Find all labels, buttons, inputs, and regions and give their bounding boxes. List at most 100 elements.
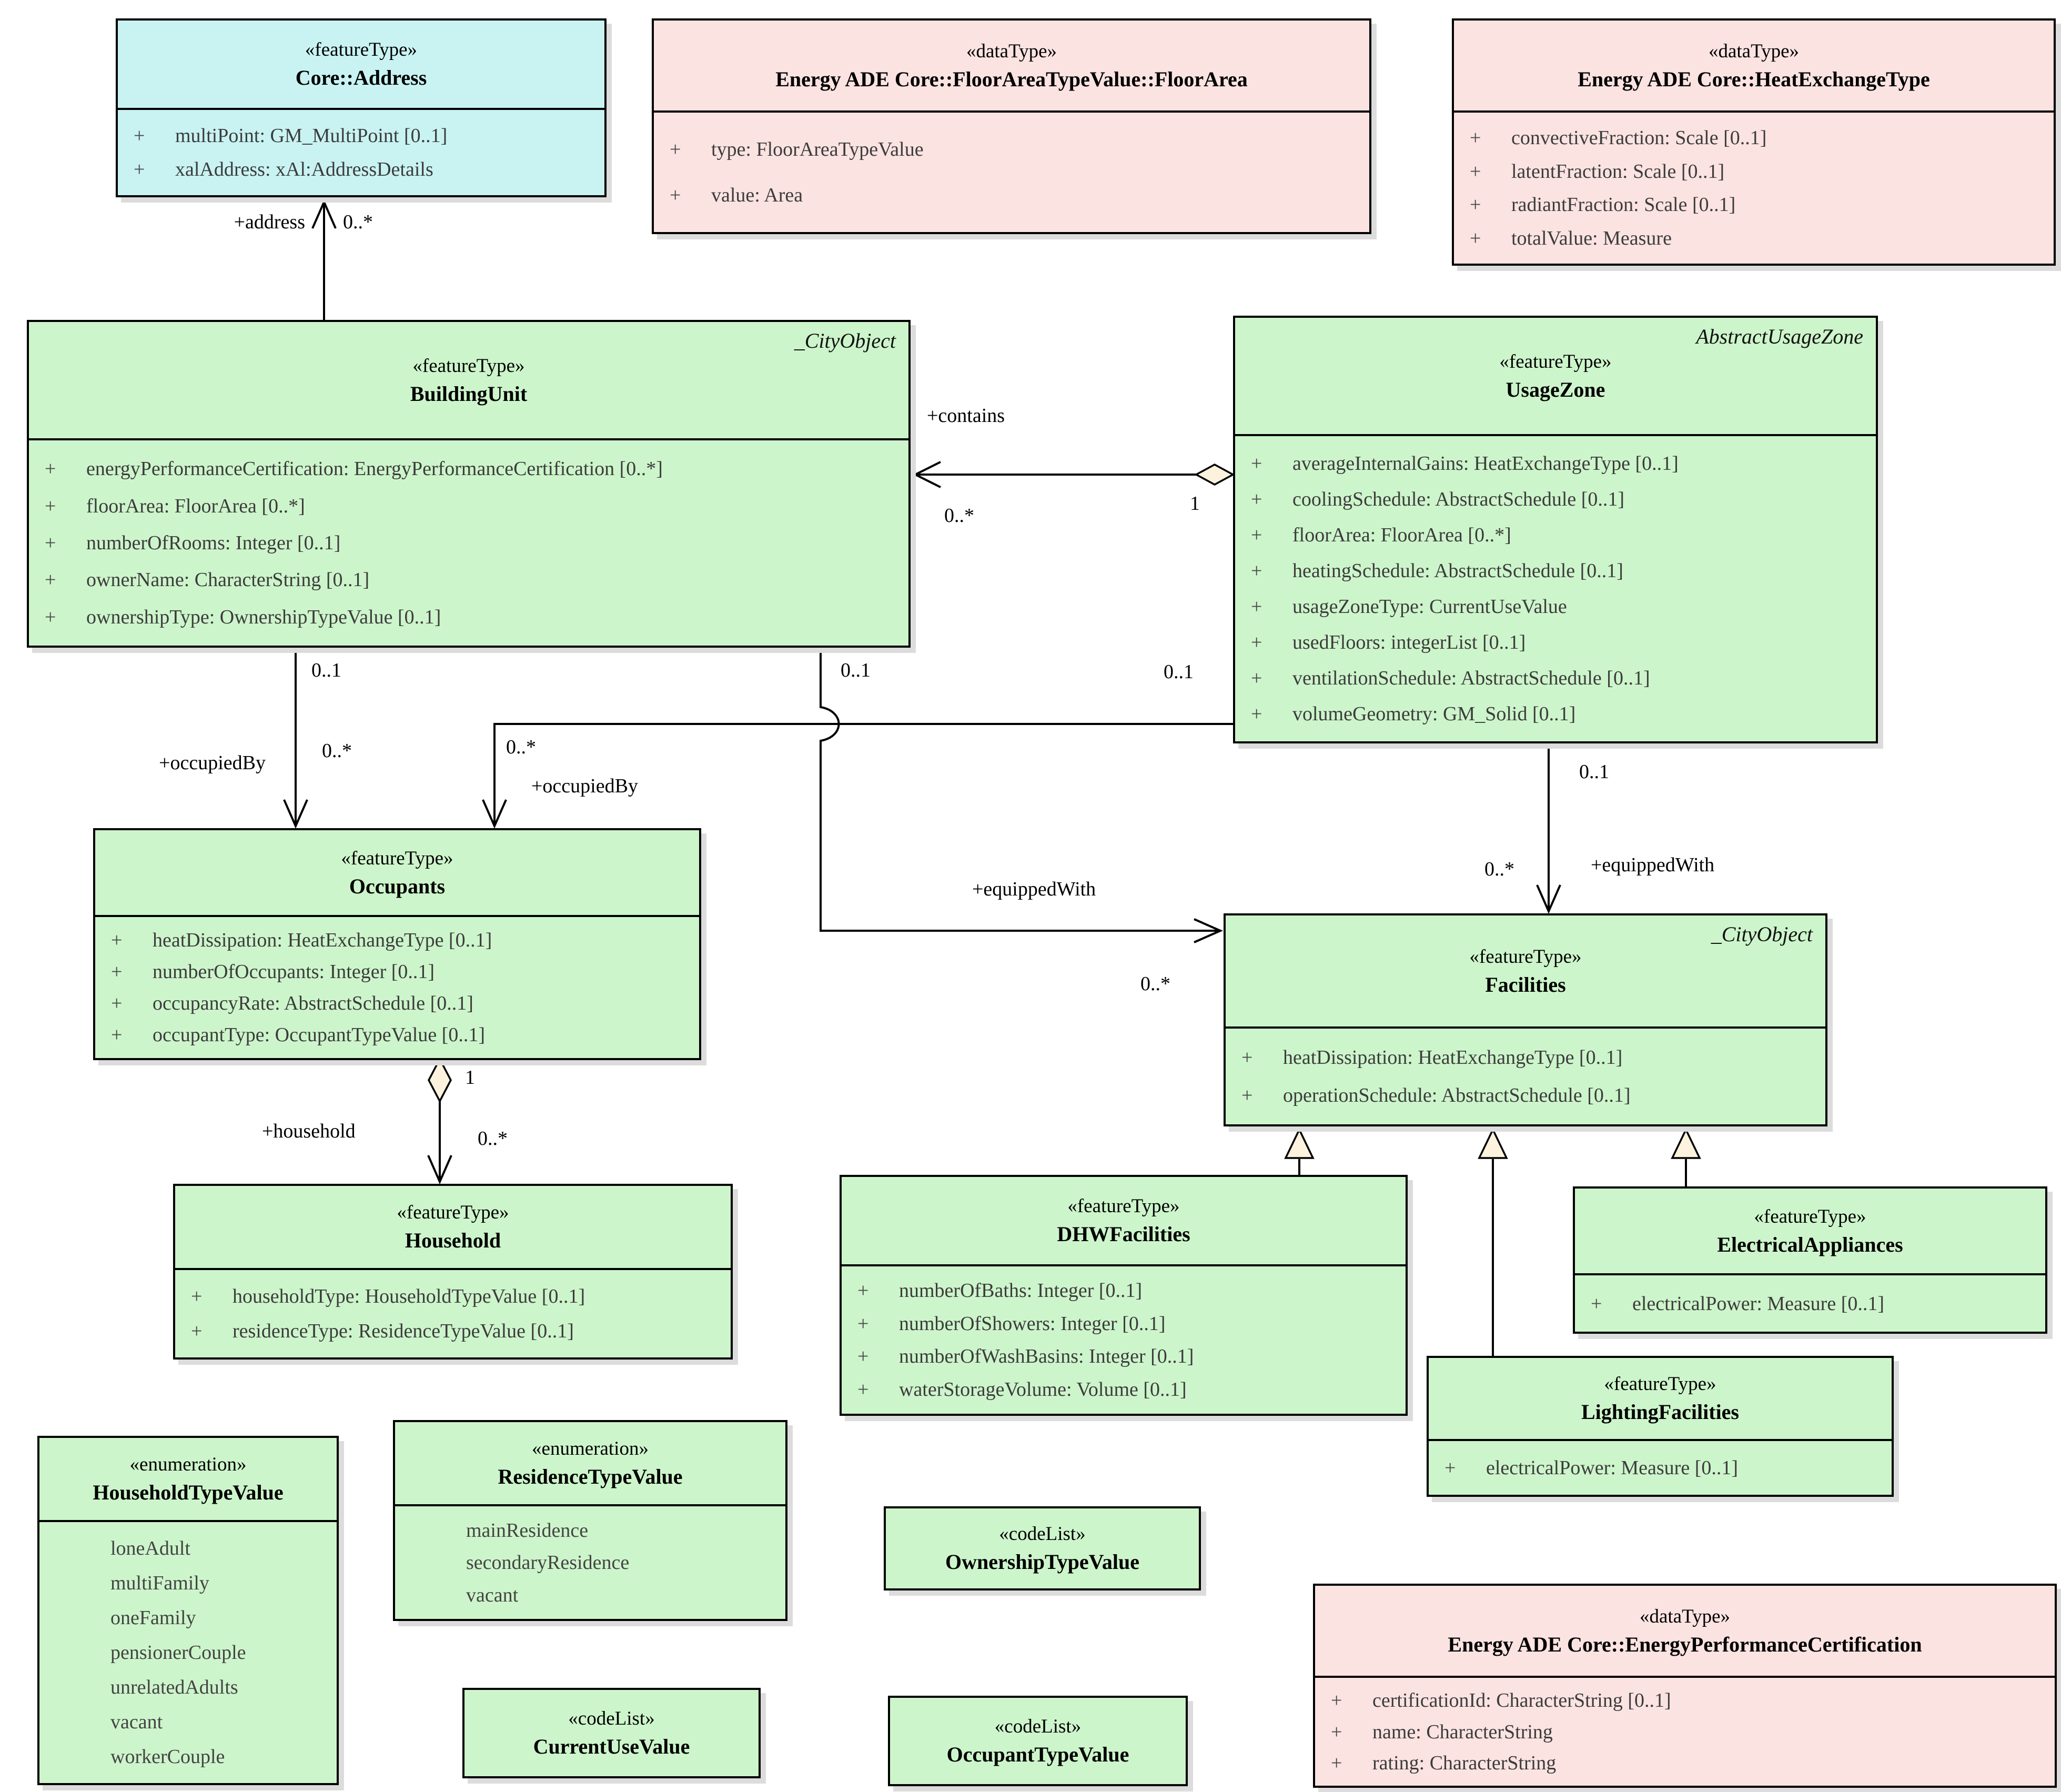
attribute-row: +convectiveFraction: Scale [0..1] [1456,126,2052,149]
visibility-public-icon: + [1251,560,1262,582]
class-stereotype: «featureType» [1499,350,1612,373]
visibility-public-icon: + [191,1285,203,1307]
class-stereotype: «dataType» [1708,40,1800,62]
visibility-public-icon: + [111,961,123,983]
class-stereotype: «codeList» [994,1716,1082,1737]
attribute-row: +numberOfOccupants: Integer [0..1] [97,960,697,983]
role-label-contains: +contains [927,405,1005,427]
attribute-row: +electricalPower: Measure [0..1] [1577,1292,2043,1315]
enum-literals: loneAdult multiFamily oneFamily pensione… [39,1522,337,1783]
codelist-box-ownershiptypevalue: «codeList» OwnershipTypeValue [884,1506,1201,1590]
attribute-row: +type: FloorAreaTypeValue [656,138,1367,161]
visibility-public-icon: + [134,124,145,147]
class-header: «featureType» Occupants [95,830,699,917]
multiplicity-label: 0..* [478,1127,508,1150]
enum-literal: loneAdult [110,1537,190,1559]
class-header: «featureType» LightingFacilities [1429,1358,1892,1441]
class-name: CurrentUseValue [533,1735,690,1758]
attribute-row: +heatDissipation: HeatExchangeType [0..1… [97,929,697,952]
attribute-row: +name: CharacterString [1317,1720,2053,1744]
class-stereotype: «codeList» [999,1523,1086,1545]
class-box-buildingunit: _CityObject «featureType» BuildingUnit +… [27,320,911,648]
class-stereotype: «dataType» [1639,1605,1731,1627]
class-box-electricalappliances: «featureType» ElectricalAppliances +elec… [1573,1186,2047,1334]
class-attributes: +heatDissipation: HeatExchangeType [0..1… [1226,1029,1825,1124]
visibility-public-icon: + [1470,160,1481,183]
class-header: «featureType» Household [175,1186,731,1270]
association-household-open-arrow-icon [427,1155,452,1184]
class-attributes: +type: FloorAreaTypeValue +value: Area [654,113,1369,232]
enum-literal: workerCouple [110,1746,225,1768]
class-header: _CityObject «featureType» Facilities [1226,915,1825,1029]
visibility-public-icon: + [111,929,123,951]
class-header: «enumeration» HouseholdTypeValue [39,1438,337,1522]
class-stereotype: «featureType» [305,39,418,61]
class-stereotype: «enumeration» [532,1438,649,1459]
attribute-row: +householdType: HouseholdTypeValue [0..1… [177,1285,729,1308]
class-stereotype: «enumeration» [129,1454,247,1475]
class-header: «codeList» OccupantTypeValue [890,1698,1186,1784]
visibility-public-icon: + [111,1024,123,1046]
multiplicity-label: 0..* [506,736,536,758]
enum-literal: oneFamily [110,1607,196,1629]
class-header: «enumeration» ResidenceTypeValue [395,1422,785,1506]
codelist-box-occupanttypevalue: «codeList» OccupantTypeValue [888,1696,1188,1786]
attribute-row: +usageZoneType: CurrentUseValue [1237,595,1874,618]
enum-literal: mainResidence [466,1519,589,1542]
attribute-row: +heatDissipation: HeatExchangeType [0..1… [1228,1046,1823,1069]
visibility-public-icon: + [1470,194,1481,216]
visibility-public-icon: + [1241,1046,1253,1069]
attribute-row: +averageInternalGains: HeatExchangeType … [1237,452,1874,475]
attribute-row: +occupantType: OccupantTypeValue [0..1] [97,1023,697,1046]
multiplicity-label: 0..* [343,211,373,233]
visibility-public-icon: + [857,1280,869,1302]
class-attributes: +electricalPower: Measure [0..1] [1429,1441,1892,1495]
visibility-public-icon: + [1251,524,1262,546]
attribute-row: +waterStorageVolume: Volume [0..1] [844,1378,1403,1401]
visibility-public-icon: + [45,531,56,554]
role-label-occupiedby: +occupiedBy [159,752,266,774]
attribute-row: +ventilationSchedule: AbstractSchedule [… [1237,667,1874,690]
attribute-row: +numberOfBaths: Integer [0..1] [844,1279,1403,1302]
class-header: «featureType» ElectricalAppliances [1575,1189,2045,1275]
role-label-equippedwith: +equippedWith [972,878,1096,900]
generalization-triangle-icon [1284,1127,1315,1159]
multiplicity-label: 0..1 [1579,761,1609,783]
visibility-public-icon: + [1470,126,1481,149]
class-header: «codeList» OwnershipTypeValue [886,1508,1199,1588]
generalization-triangle-icon [1671,1127,1701,1159]
enum-literal: vacant [110,1711,163,1733]
visibility-public-icon: + [857,1345,869,1368]
visibility-public-icon: + [1251,488,1262,510]
association-equippedwith1-line [820,648,1219,932]
class-stereotype: «featureType» [412,355,525,377]
attribute-row: +usedFloors: integerList [0..1] [1237,631,1874,654]
class-header: «featureType» Core::Address [118,21,604,110]
class-header: «featureType» DHWFacilities [842,1177,1406,1266]
multiplicity-label: 0..* [1140,973,1170,995]
association-address-open-arrow-icon [311,199,337,229]
class-name: OwnershipTypeValue [945,1550,1139,1574]
class-box-energyperformancecertification: «dataType» Energy ADE Core::EnergyPerfor… [1313,1584,2057,1788]
visibility-public-icon: + [45,495,56,517]
class-attributes: +certificationId: CharacterString [0..1]… [1315,1678,2055,1786]
attribute-row: +numberOfShowers: Integer [0..1] [844,1312,1403,1335]
enum-box-residencetypevalue: «enumeration» ResidenceTypeValue mainRes… [393,1420,787,1621]
class-header: «dataType» Energy ADE Core::FloorAreaTyp… [654,21,1369,113]
class-attributes: +numberOfBaths: Integer [0..1] +numberOf… [842,1266,1406,1414]
class-box-facilities: _CityObject «featureType» Facilities +he… [1224,913,1827,1126]
attribute-row: +value: Area [656,184,1367,207]
class-box-lightingfacilities: «featureType» LightingFacilities +electr… [1427,1356,1894,1497]
visibility-public-icon: + [857,1378,869,1401]
class-name: Core::Address [295,66,427,89]
attribute-row: +ownerName: CharacterString [0..1] [31,568,906,591]
class-header: AbstractUsageZone «featureType» UsageZon… [1235,318,1876,436]
class-attributes: +electricalPower: Measure [0..1] [1575,1275,2045,1332]
enum-literal: secondaryResidence [466,1552,630,1574]
class-name: OccupantTypeValue [946,1743,1129,1766]
class-attributes: +multiPoint: GM_MultiPoint [0..1] +xalAd… [118,110,604,195]
attribute-row: +radiantFraction: Scale [0..1] [1456,193,2052,216]
attribute-row: +latentFraction: Scale [0..1] [1456,160,2052,183]
role-label-household: +household [262,1120,356,1142]
